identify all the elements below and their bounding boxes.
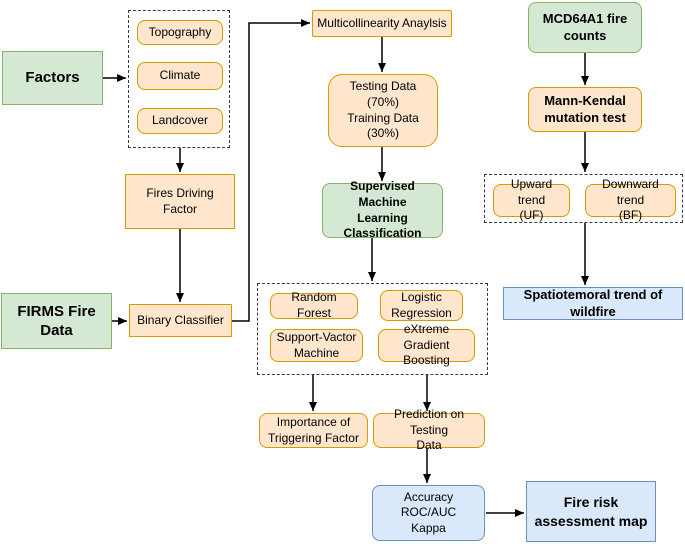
ml-models-group: [257, 283, 488, 375]
node-upward-trend: Upward trend (UF): [493, 177, 570, 222]
node-landcover: Landcover: [137, 108, 223, 134]
node-importance-triggering-factor: Importance of Triggering Factor: [259, 413, 368, 448]
node-fire-risk-assessment-map: Fire risk assessment map: [526, 481, 656, 542]
node-spatiotemporal-trend: Spatiotemoral trend of wildfire: [503, 287, 683, 320]
node-climate: Climate: [137, 62, 223, 90]
factor-types-group: [128, 10, 230, 148]
node-firms-fire-data: FIRMS Fire Data: [1, 293, 112, 349]
node-binary-classifier: Binary Classifier: [129, 304, 232, 337]
trend-group: [484, 174, 683, 223]
node-downward-trend: Downward trend (BF): [585, 177, 676, 222]
node-logistic-regression: Logistic Regression: [380, 290, 463, 321]
node-prediction-testing-data: Prediction on Testing Data: [373, 407, 485, 452]
connector-binary-to-multicollinearity: [232, 19, 310, 322]
node-multicollinearity-analysis: Multicollinearity Anaylsis: [312, 10, 452, 37]
node-xgboost: eXtreme Gradient Boosting: [378, 322, 475, 367]
node-factors: Factors: [2, 51, 103, 105]
node-mann-kendal-test: Mann-Kendal mutation test: [528, 87, 642, 132]
node-fires-driving-factor: Fires Driving Factor: [125, 174, 235, 229]
node-mcd64a1-fire-counts: MCD64A1 fire counts: [528, 2, 642, 53]
node-data-split: Testing Data (70%) Training Data (30%): [328, 74, 438, 147]
node-supervised-ml-classification: Supervised Machine Learning Classificati…: [322, 179, 443, 240]
node-accuracy-metrics: Accuracy ROC/AUC Kappa: [372, 485, 485, 541]
node-support-vector-machine: Support-Vactor Machine: [270, 329, 363, 362]
node-topography: Topography: [137, 20, 223, 45]
node-random-forest: Random Forest: [270, 290, 358, 320]
